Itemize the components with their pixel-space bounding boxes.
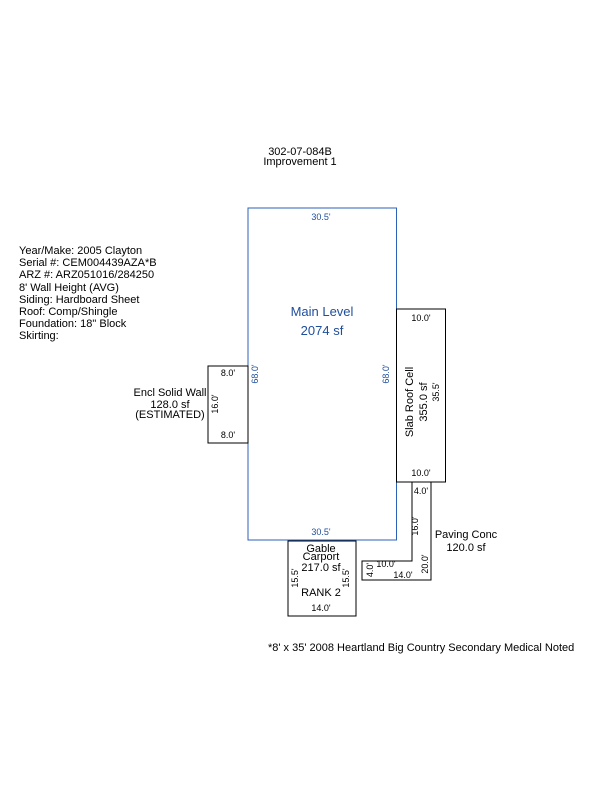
paving-16-dim: 16.0'	[410, 516, 420, 536]
encl-side-dim: 16.0'	[210, 394, 220, 414]
carport-name-2: Carport	[303, 551, 340, 563]
encl-outline	[207, 365, 249, 444]
main-top-dim: 30.5'	[311, 212, 331, 222]
carport-rank: RANK 2	[301, 587, 341, 599]
encl-bottom-dim: 8.0'	[221, 430, 236, 440]
paving-4-dim: 4.0'	[365, 563, 375, 578]
main-right-dim: 68.0'	[381, 364, 391, 384]
carport-right-dim: 15.5'	[341, 568, 351, 588]
footnote: *8' x 35' 2008 Heartland Big Country Sec…	[268, 642, 575, 654]
slab-top-dim: 10.0'	[411, 313, 431, 323]
main-level-outline	[247, 207, 397, 541]
info-siding: Siding: Hardboard Sheet	[19, 293, 140, 306]
paving-name: Paving Conc	[435, 529, 498, 541]
carport-outline	[287, 540, 357, 617]
carport-name-1: Gable	[306, 543, 335, 555]
encl-top-dim: 8.0'	[221, 368, 236, 378]
paving-14-dim: 14.0'	[393, 570, 413, 580]
paving-top-dim: 4.0'	[414, 486, 429, 496]
parcel-number: 302-07-084B	[268, 146, 332, 158]
slab-side-dim: 35.5'	[431, 382, 441, 402]
encl-area: 128.0 sf	[150, 399, 190, 411]
info-arz: ARZ #: ARZ051016/284250	[19, 269, 155, 282]
carport-left-dim: 15.5'	[290, 568, 300, 588]
carport-area: 217.0 sf	[301, 562, 341, 574]
improvement-label: Improvement 1	[263, 156, 337, 168]
encl-name: Encl Solid Wall	[134, 387, 207, 399]
info-year-make: Year/Make: 2005 Clayton	[19, 245, 143, 257]
paving-outline	[361, 481, 432, 581]
property-info: Year/Make: 2005 Clayton Serial #: CEM004…	[19, 245, 157, 343]
main-level-area: 2074 sf	[301, 323, 344, 338]
slab-area: 355.0 sf	[418, 381, 430, 421]
paving-area: 120.0 sf	[446, 542, 486, 554]
info-serial: Serial #: CEM004439AZA*B	[19, 257, 157, 270]
info-foundation: Foundation: 18" Block	[19, 318, 127, 331]
main-level-name: Main Level	[291, 304, 354, 319]
slab-name: Slab Roof Cell	[404, 367, 416, 437]
main-left-dim: 68.0'	[250, 364, 260, 384]
info-skirting: Skirting:	[19, 330, 59, 343]
paving-10-dim: 10.0'	[376, 559, 396, 569]
main-bottom-dim: 30.5'	[311, 527, 331, 537]
slab-bottom-dim: 10.0'	[411, 468, 431, 478]
carport-bottom-dim: 14.0'	[311, 603, 331, 613]
paving-20-dim: 20.0'	[420, 554, 430, 574]
info-wall-height: 8' Wall Height (AVG)	[19, 281, 119, 294]
info-roof: Roof: Comp/Shingle	[19, 306, 118, 319]
encl-note: (ESTIMATED)	[135, 409, 204, 421]
